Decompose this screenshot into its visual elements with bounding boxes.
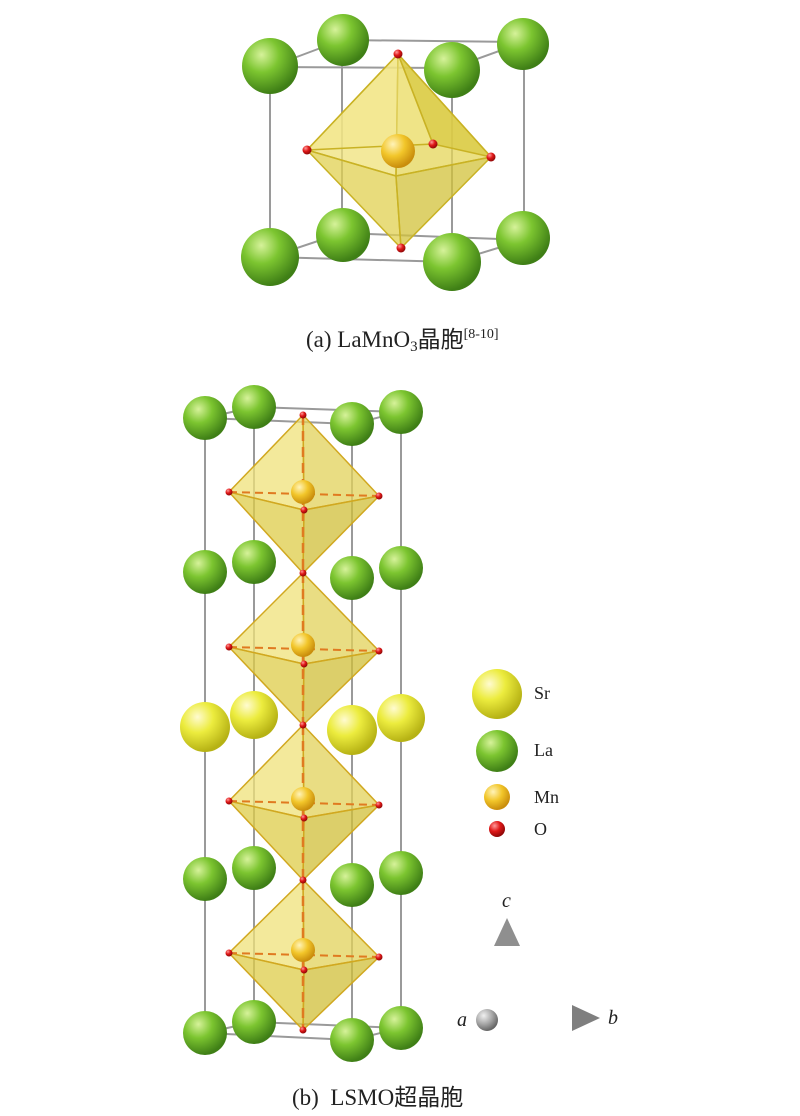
a-axis-dot-icon [476,1009,498,1031]
panel-a-caption-prefix: (a) LaMnO [306,327,411,352]
panel-a-caption-subscript: 3 [410,339,418,355]
o-atom [300,506,308,514]
o-atom [486,152,496,162]
panel-a-octahedron [302,49,496,253]
panel-b-octahedra [225,411,383,1034]
axis-label-b: b [608,1007,618,1029]
axis-label-a: a [457,1009,467,1031]
la-atom [316,208,370,262]
panel-a-caption-suffix: 晶胞 [417,327,464,352]
o-atom [375,492,383,500]
la-atom [183,857,227,901]
la-atom [232,1000,276,1044]
la-atom [379,546,423,590]
sr-atom [230,691,278,739]
mn-atom [291,633,315,657]
mn-atom [381,134,415,168]
o-atom [225,797,233,805]
sr-atom [327,705,377,755]
la-atom [232,540,276,584]
axis-label-c: c [502,890,511,912]
sr-atom [377,694,425,742]
c-axis-arrow-icon [494,918,520,946]
panel-b-caption: (b) LSMO超晶胞 [292,1085,464,1110]
o-atom [375,647,383,655]
la-atom [241,228,299,286]
o-atom [396,243,406,253]
panel-a-cell-edges [269,39,525,263]
la-atom [496,211,550,265]
panel-a-caption-reference: [8-10] [463,327,499,342]
legend-label-o: O [534,819,547,839]
mn-atom [291,480,315,504]
mn-atom [291,787,315,811]
octahedron [225,876,383,1034]
o-atom [375,953,383,961]
octahedron [225,721,383,882]
panel-a-caption: (a) LaMnO3晶胞[8-10] [306,320,499,356]
o-atom [302,145,312,155]
o-atom [225,643,233,651]
o-atom [299,569,307,577]
la-atom [497,18,549,70]
la-atom [232,846,276,890]
mn-atom [291,938,315,962]
o-atom [300,814,308,822]
panel-b-supercell [180,385,425,1062]
axes-indicator [476,918,600,1031]
legend [472,669,522,837]
o-atom [375,801,383,809]
la-atom [379,851,423,895]
la-atom [424,42,480,98]
legend-o-swatch [489,821,505,837]
la-atom [423,233,481,291]
la-atom [330,1018,374,1062]
legend-sr-swatch [472,669,522,719]
o-atom [299,721,307,729]
octahedron [225,569,383,727]
o-atom [225,949,233,957]
b-axis-arrow-icon [572,1005,600,1031]
la-atom [183,396,227,440]
la-atom [317,14,369,66]
legend-la-swatch [476,730,518,772]
la-atom [183,1011,227,1055]
la-atom [330,556,374,600]
octahedron [225,411,383,575]
legend-label-mn: Mn [534,787,560,807]
la-atom [330,402,374,446]
o-atom [299,876,307,884]
o-atom [225,488,233,496]
la-atom [330,863,374,907]
la-atom [242,38,298,94]
la-atom [379,390,423,434]
la-atom [232,385,276,429]
sr-atom [180,702,230,752]
panel-a-unit-cell [241,14,550,291]
o-atom [299,1026,307,1034]
la-atom [183,550,227,594]
o-atom [300,660,308,668]
legend-mn-swatch [484,784,510,810]
o-atom [393,49,403,59]
legend-label-sr: Sr [534,683,551,703]
o-atom [299,411,307,419]
o-atom [300,966,308,974]
la-atom [379,1006,423,1050]
legend-label-la: La [534,740,553,760]
o-atom [428,139,438,149]
